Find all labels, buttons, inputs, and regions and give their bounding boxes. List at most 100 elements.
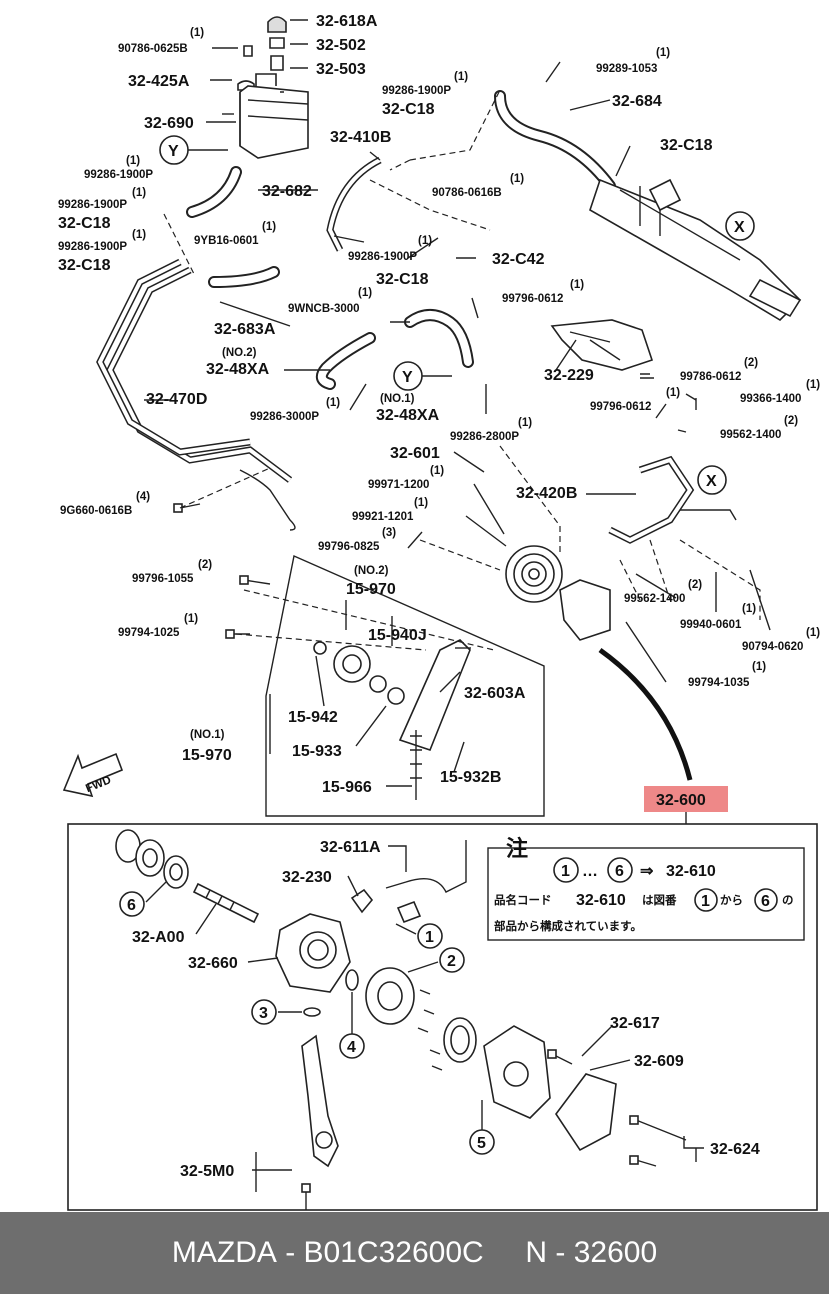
label-99286-1900p-d: 99286-1900P	[348, 251, 417, 263]
note-title: 注	[506, 836, 528, 861]
label-32-425a: 32-425A	[128, 73, 190, 90]
label-9g660-0616b: 9G660-0616B	[60, 505, 132, 517]
qty-99971-1200: (1)	[430, 465, 444, 477]
upper-assembly	[62, 16, 802, 824]
note-box: 注 1 … 6 ⇒ 32-610 品名コード 32-610 は図番 1 から 6…	[487, 836, 805, 941]
label-99286-1900p-a: 99286-1900P	[84, 169, 153, 181]
callout-6: 6	[127, 897, 136, 914]
label-15-933: 15-933	[292, 743, 342, 760]
callout-3: 3	[259, 1005, 268, 1022]
label-90794-0620: 90794-0620	[742, 641, 803, 653]
callout-4: 4	[347, 1039, 356, 1056]
label-90786-0625b: 90786-0625B	[118, 43, 188, 55]
qty-9yb16-0601: (1)	[262, 221, 276, 233]
note-target: 32-610	[666, 863, 716, 880]
label-99794-1035: 99794-1035	[688, 677, 750, 689]
note-line2-b: は図番	[642, 893, 677, 907]
ref-y-a: Y	[168, 143, 179, 160]
qty-99286-1900p-a: (1)	[126, 155, 140, 167]
label-99796-0612-b: 99796-0612	[590, 401, 651, 413]
note-line2-n1: 1	[701, 893, 710, 910]
label-32-603a: 32-603A	[464, 685, 526, 702]
qty-99940-0601: (1)	[742, 603, 756, 615]
note-line2-c: から	[720, 894, 743, 907]
label-32-682: 32-682	[262, 183, 312, 200]
callout-5: 5	[477, 1135, 486, 1152]
footer-brand: MAZDA	[171, 1236, 277, 1269]
note-line2-code: 32-610	[576, 892, 626, 909]
label-99940-0601: 99940-0601	[680, 619, 742, 631]
label-32-230: 32-230	[282, 869, 332, 886]
note-line2-d: の	[782, 894, 794, 907]
qty-99366-1400: (1)	[806, 379, 820, 391]
label-15-940j: 15-940J	[368, 627, 427, 644]
qty-90786-0625b: (1)	[190, 27, 204, 39]
qty-99286-2800p: (1)	[518, 417, 532, 429]
label-32-229: 32-229	[544, 367, 594, 384]
label-32-c18-e: 32-C18	[660, 137, 713, 154]
label-32-420b: 32-420B	[516, 485, 577, 502]
footer-sep: -	[276, 1236, 304, 1269]
qty-99286-1900p-top: (1)	[454, 71, 468, 83]
note-line3: 部品から構成されています。	[494, 919, 642, 933]
footer-code: B01C32600C	[303, 1236, 484, 1269]
note-line2-a: 品名コード	[494, 893, 552, 907]
label-99366-1400: 99366-1400	[740, 393, 801, 405]
label-32-48xa-a: 32-48XA	[206, 361, 270, 378]
label-32-611a: 32-611A	[320, 839, 381, 856]
qty-99796-0825: (3)	[382, 527, 396, 539]
label-99971-1200: 99971-1200	[368, 479, 429, 491]
label-32-c18-d: 32-C18	[376, 271, 429, 288]
label-99286-1900p-top: 99286-1900P	[382, 85, 451, 97]
exploded-view-box	[67, 823, 818, 1211]
pipe-32-470d	[96, 258, 296, 531]
label-15-970-b: 15-970	[182, 747, 232, 764]
label-32-502: 32-502	[316, 37, 366, 54]
pump-exploded-parts	[115, 829, 687, 1210]
footer-gap	[484, 1236, 526, 1270]
label-99921-1201: 99921-1201	[352, 511, 414, 523]
note-range-dots: …	[582, 863, 598, 880]
label-32-48xa-b: 32-48XA	[376, 407, 440, 424]
note-arrow: ⇒	[640, 863, 653, 880]
qty-99562-1400-b: (2)	[688, 579, 702, 591]
heat-shield-32-229	[550, 319, 654, 371]
label-32-617: 32-617	[610, 1015, 660, 1032]
qty-99562-1400-a: (2)	[784, 415, 798, 427]
label-99796-0825: 99796-0825	[318, 541, 380, 553]
label-32-5m0: 32-5M0	[180, 1163, 234, 1180]
label-32-600: 32-600	[656, 792, 706, 809]
label-99562-1400-a: 99562-1400	[720, 429, 781, 441]
label-32-618a: 32-618A	[316, 13, 378, 30]
label-99286-1900p-c: 99286-1900P	[58, 241, 127, 253]
footer-bar: MAZDA - B01C32600C N - 32600	[0, 1212, 829, 1294]
qty-99286-1900p-d: (1)	[418, 235, 432, 247]
label-99286-3000p: 99286-3000P	[250, 411, 319, 423]
ref-y-b: Y	[402, 369, 413, 386]
note-range-from: 1	[561, 863, 570, 880]
label-32-684: 32-684	[612, 93, 662, 110]
label-9yb16-0601: 9YB16-0601	[194, 235, 259, 247]
label-32-470d: 32-470D	[146, 391, 207, 408]
label-15-966: 15-966	[322, 779, 372, 796]
label-15-970-a: 15-970	[346, 581, 396, 598]
label-90786-0616b: 90786-0616B	[432, 187, 502, 199]
label-32-c18-c: 32-C18	[58, 257, 111, 274]
label-99794-1025: 99794-1025	[118, 627, 180, 639]
label-32-c18-top: 32-C18	[382, 101, 435, 118]
ref-x-a: X	[734, 219, 745, 236]
label-99796-1055: 99796-1055	[132, 573, 194, 585]
qty-99786-0612: (2)	[744, 357, 758, 369]
callout-1: 1	[425, 929, 434, 946]
label-99289-1053: 99289-1053	[596, 63, 657, 75]
qty-99796-0612-b: (1)	[666, 387, 680, 399]
qty-99921-1201: (1)	[414, 497, 428, 509]
label-15-932b: 15-932B	[440, 769, 501, 786]
label-32-609: 32-609	[634, 1053, 684, 1070]
callout-numbers: 1 2 3 4 5 6	[119, 891, 495, 1155]
label-32-c42: 32-C42	[492, 251, 545, 268]
fwd-arrow	[62, 752, 124, 798]
qty-90786-0616b: (1)	[510, 173, 524, 185]
tensioner-inset-box	[265, 555, 545, 817]
label-32-683a: 32-683A	[214, 321, 276, 338]
